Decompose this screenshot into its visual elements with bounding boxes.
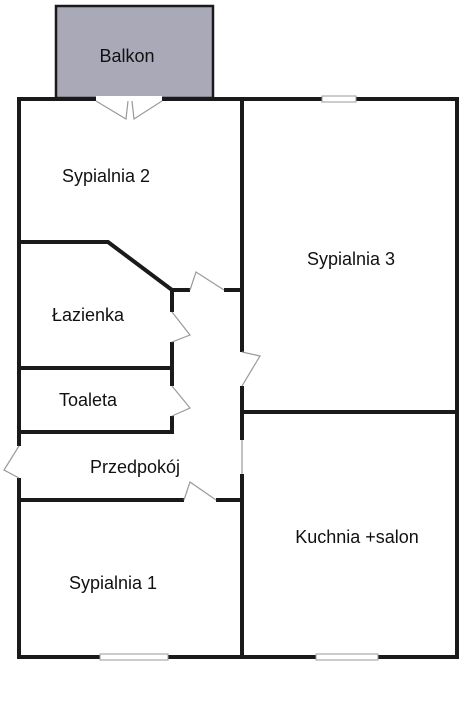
door-opening-bedroom3	[239, 352, 245, 386]
door-opening-bedroom1	[184, 497, 216, 503]
door-swing-entrance	[3, 445, 20, 479]
door-opening-bathroom	[169, 312, 175, 342]
door-swing-balcony-left	[95, 100, 129, 120]
door-swing-bathroom	[171, 311, 191, 343]
door-swing-bedroom2	[189, 271, 225, 291]
room-label-lazienka: Łazienka	[52, 305, 125, 325]
door-opening-bedroom2	[190, 287, 224, 293]
wall-bathroom-top	[17, 240, 244, 292]
window-bedroom1-bottom	[99, 653, 169, 661]
room-label-sypialnia-1: Sypialnia 1	[69, 573, 157, 593]
window-bedroom3-top	[321, 95, 357, 103]
door-opening-entrance	[16, 446, 22, 478]
door-opening-balcony	[96, 96, 162, 102]
room-label-sypialnia-3: Sypialnia 3	[307, 249, 395, 269]
room-label-balkon: Balkon	[99, 46, 154, 66]
outer-wall	[17, 97, 459, 659]
room-label-kuchnia-salon: Kuchnia +salon	[295, 527, 419, 547]
door-swing-balcony-right	[131, 100, 163, 121]
room-label-przedpokoj: Przedpokój	[90, 457, 180, 477]
door-swing-bedroom3	[241, 351, 261, 387]
door-opening-toilet	[169, 386, 175, 416]
door-swing-bedroom1	[183, 481, 217, 501]
balcony-area	[54, 4, 215, 100]
window-kitchen-bottom	[315, 653, 379, 661]
room-label-sypialnia-2: Sypialnia 2	[62, 166, 150, 186]
room-label-toaleta: Toaleta	[59, 390, 118, 410]
door-swing-toilet	[171, 385, 191, 417]
